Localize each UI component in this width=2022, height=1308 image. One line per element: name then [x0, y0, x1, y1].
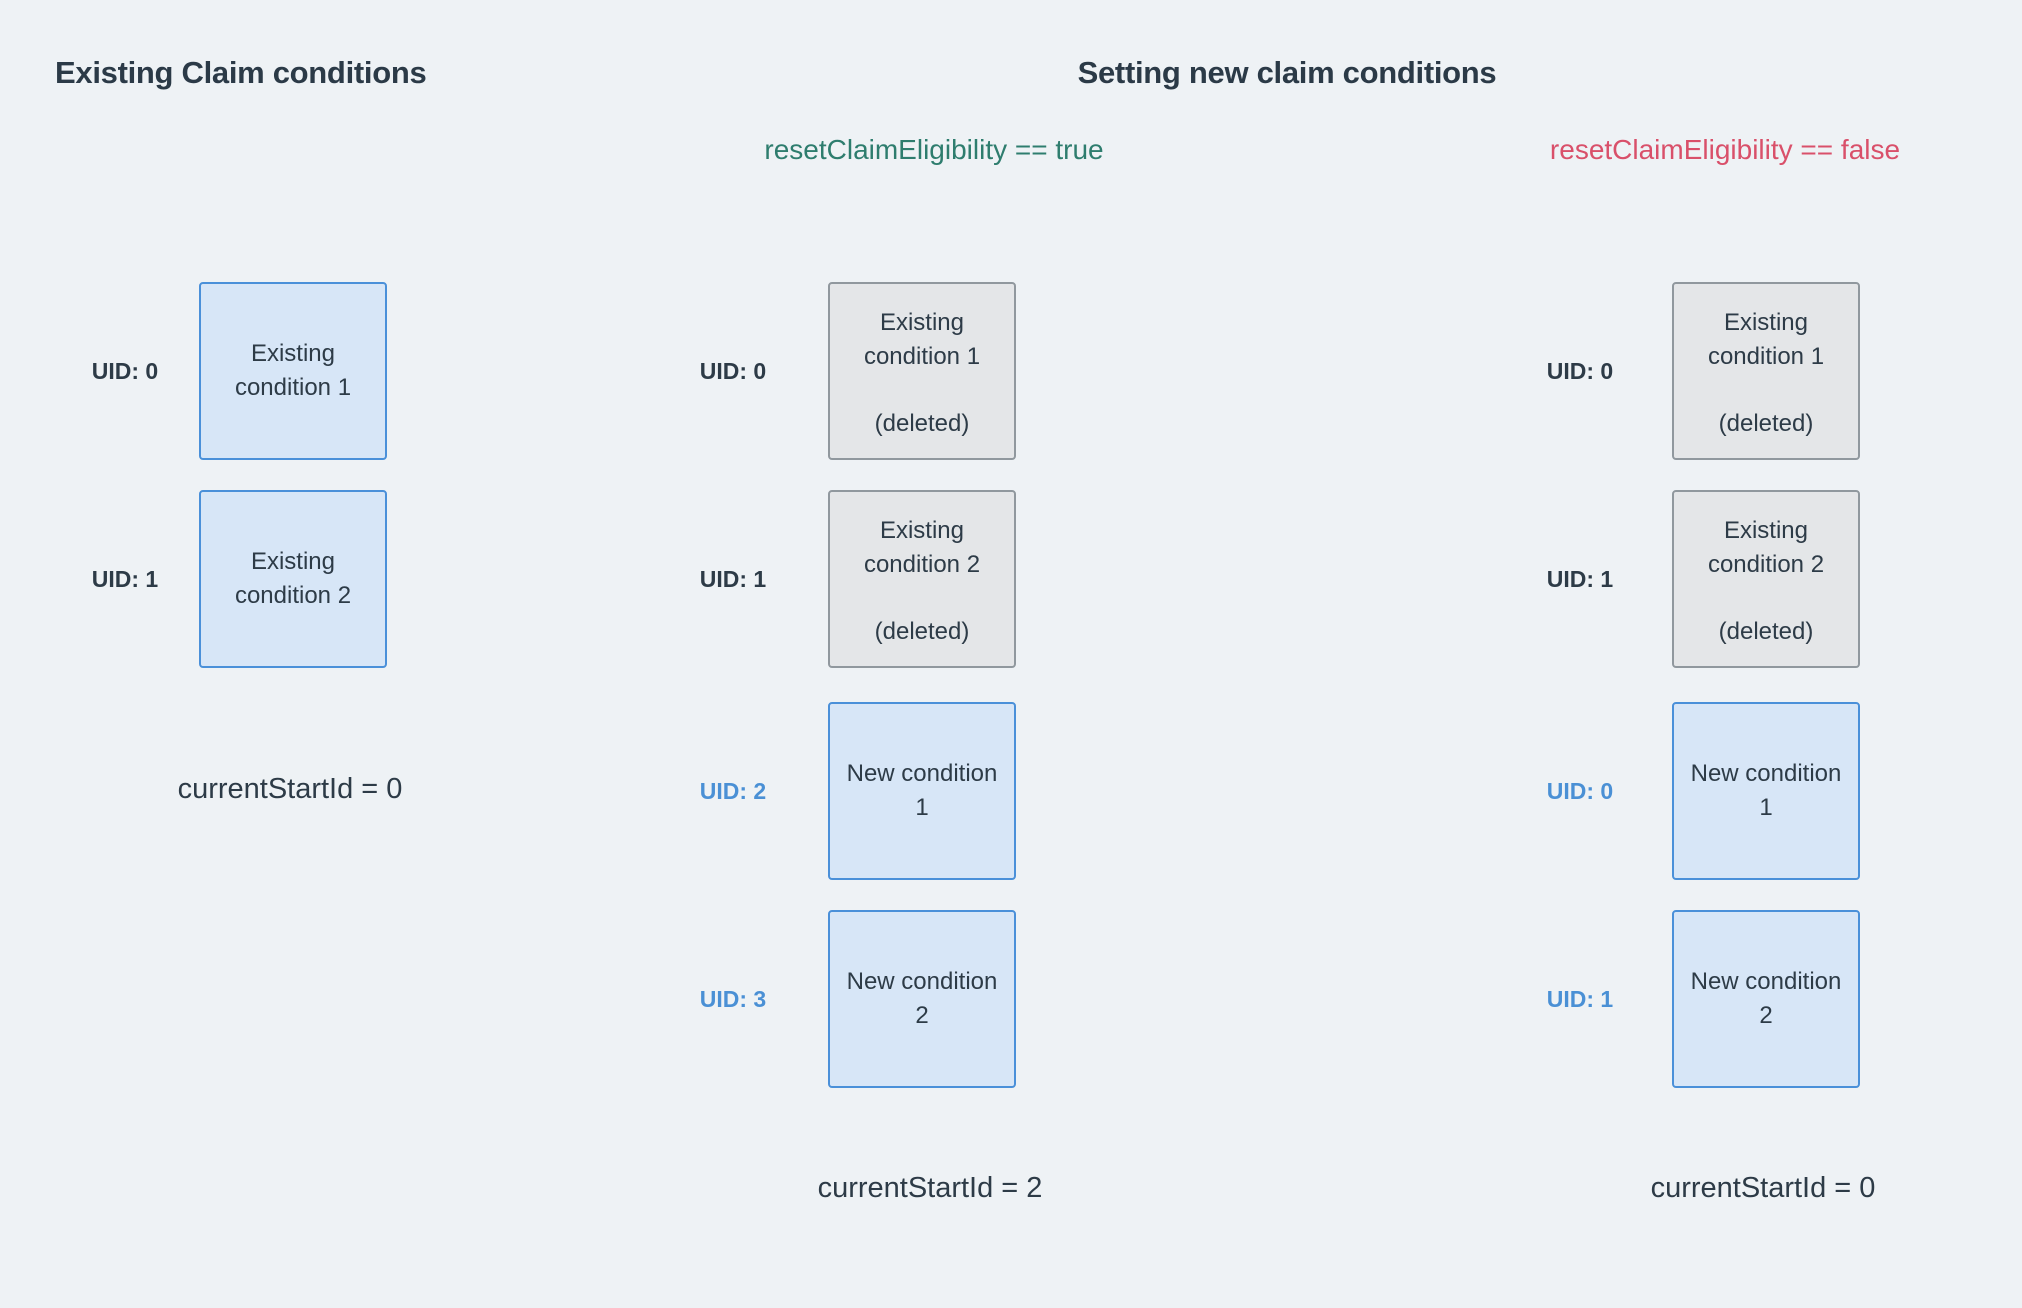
box-text: Existing condition 2	[863, 517, 981, 578]
box-text: Existing condition 2	[234, 548, 352, 609]
box-text: New condition 1	[1690, 760, 1842, 821]
reset-eligibility-true-label: resetClaimEligibility == true	[764, 134, 1104, 165]
false-row-uid0-new: UID: 0 New condition 1	[1512, 702, 1860, 880]
uid-label: UID: 0	[699, 357, 767, 384]
box-text: Existing condition 1	[234, 340, 352, 401]
deleted-condition-2-box: Existing condition 2 (deleted)	[1672, 490, 1860, 668]
uid-label: UID: 1	[1546, 985, 1614, 1012]
true-current-start-id: currentStartId = 2	[817, 1172, 1043, 1204]
reset-eligibility-false-label: resetClaimEligibility == false	[1549, 134, 1901, 165]
true-row-uid1: UID: 1 Existing condition 2 (deleted)	[668, 490, 1016, 668]
deleted-status: (deleted)	[874, 618, 970, 645]
true-row-uid0: UID: 0 Existing condition 1 (deleted)	[668, 282, 1016, 460]
deleted-status: (deleted)	[1718, 618, 1814, 645]
new-condition-1-box: New condition 1	[828, 702, 1016, 880]
box-text: Existing condition 1	[863, 309, 981, 370]
uid-label: UID: 1	[91, 565, 159, 592]
uid-label: UID: 2	[699, 777, 767, 804]
uid-label: UID: 0	[1546, 357, 1614, 384]
uid-label: UID: 0	[91, 357, 159, 384]
existing-row-uid1: UID: 1 Existing condition 2	[60, 490, 387, 668]
false-row-uid1-deleted: UID: 1 Existing condition 2 (deleted)	[1512, 490, 1860, 668]
deleted-status: (deleted)	[874, 410, 970, 437]
existing-condition-1-box: Existing condition 1	[199, 282, 387, 460]
setting-new-claims-title: Setting new claim conditions	[1077, 55, 1497, 90]
true-row-uid3: UID: 3 New condition 2	[668, 910, 1016, 1088]
box-text: New condition 2	[1690, 968, 1842, 1029]
box-text: New condition 2	[846, 968, 998, 1029]
box-text: New condition 1	[846, 760, 998, 821]
new-condition-2-box: New condition 2	[1672, 910, 1860, 1088]
false-current-start-id: currentStartId = 0	[1650, 1172, 1876, 1204]
new-condition-2-box: New condition 2	[828, 910, 1016, 1088]
false-row-uid1-new: UID: 1 New condition 2	[1512, 910, 1860, 1088]
left-column-title: Existing Claim conditions	[55, 55, 427, 90]
deleted-condition-2-box: Existing condition 2 (deleted)	[828, 490, 1016, 668]
deleted-status: (deleted)	[1718, 410, 1814, 437]
new-condition-1-box: New condition 1	[1672, 702, 1860, 880]
existing-condition-2-box: Existing condition 2	[199, 490, 387, 668]
box-text: Existing condition 1	[1707, 309, 1825, 370]
false-row-uid0-deleted: UID: 0 Existing condition 1 (deleted)	[1512, 282, 1860, 460]
deleted-condition-1-box: Existing condition 1 (deleted)	[1672, 282, 1860, 460]
box-text: Existing condition 2	[1707, 517, 1825, 578]
left-current-start-id: currentStartId = 0	[177, 773, 403, 805]
uid-label: UID: 0	[1546, 777, 1614, 804]
deleted-condition-1-box: Existing condition 1 (deleted)	[828, 282, 1016, 460]
uid-label: UID: 3	[699, 985, 767, 1012]
uid-label: UID: 1	[1546, 565, 1614, 592]
true-row-uid2: UID: 2 New condition 1	[668, 702, 1016, 880]
uid-label: UID: 1	[699, 565, 767, 592]
existing-row-uid0: UID: 0 Existing condition 1	[60, 282, 387, 460]
